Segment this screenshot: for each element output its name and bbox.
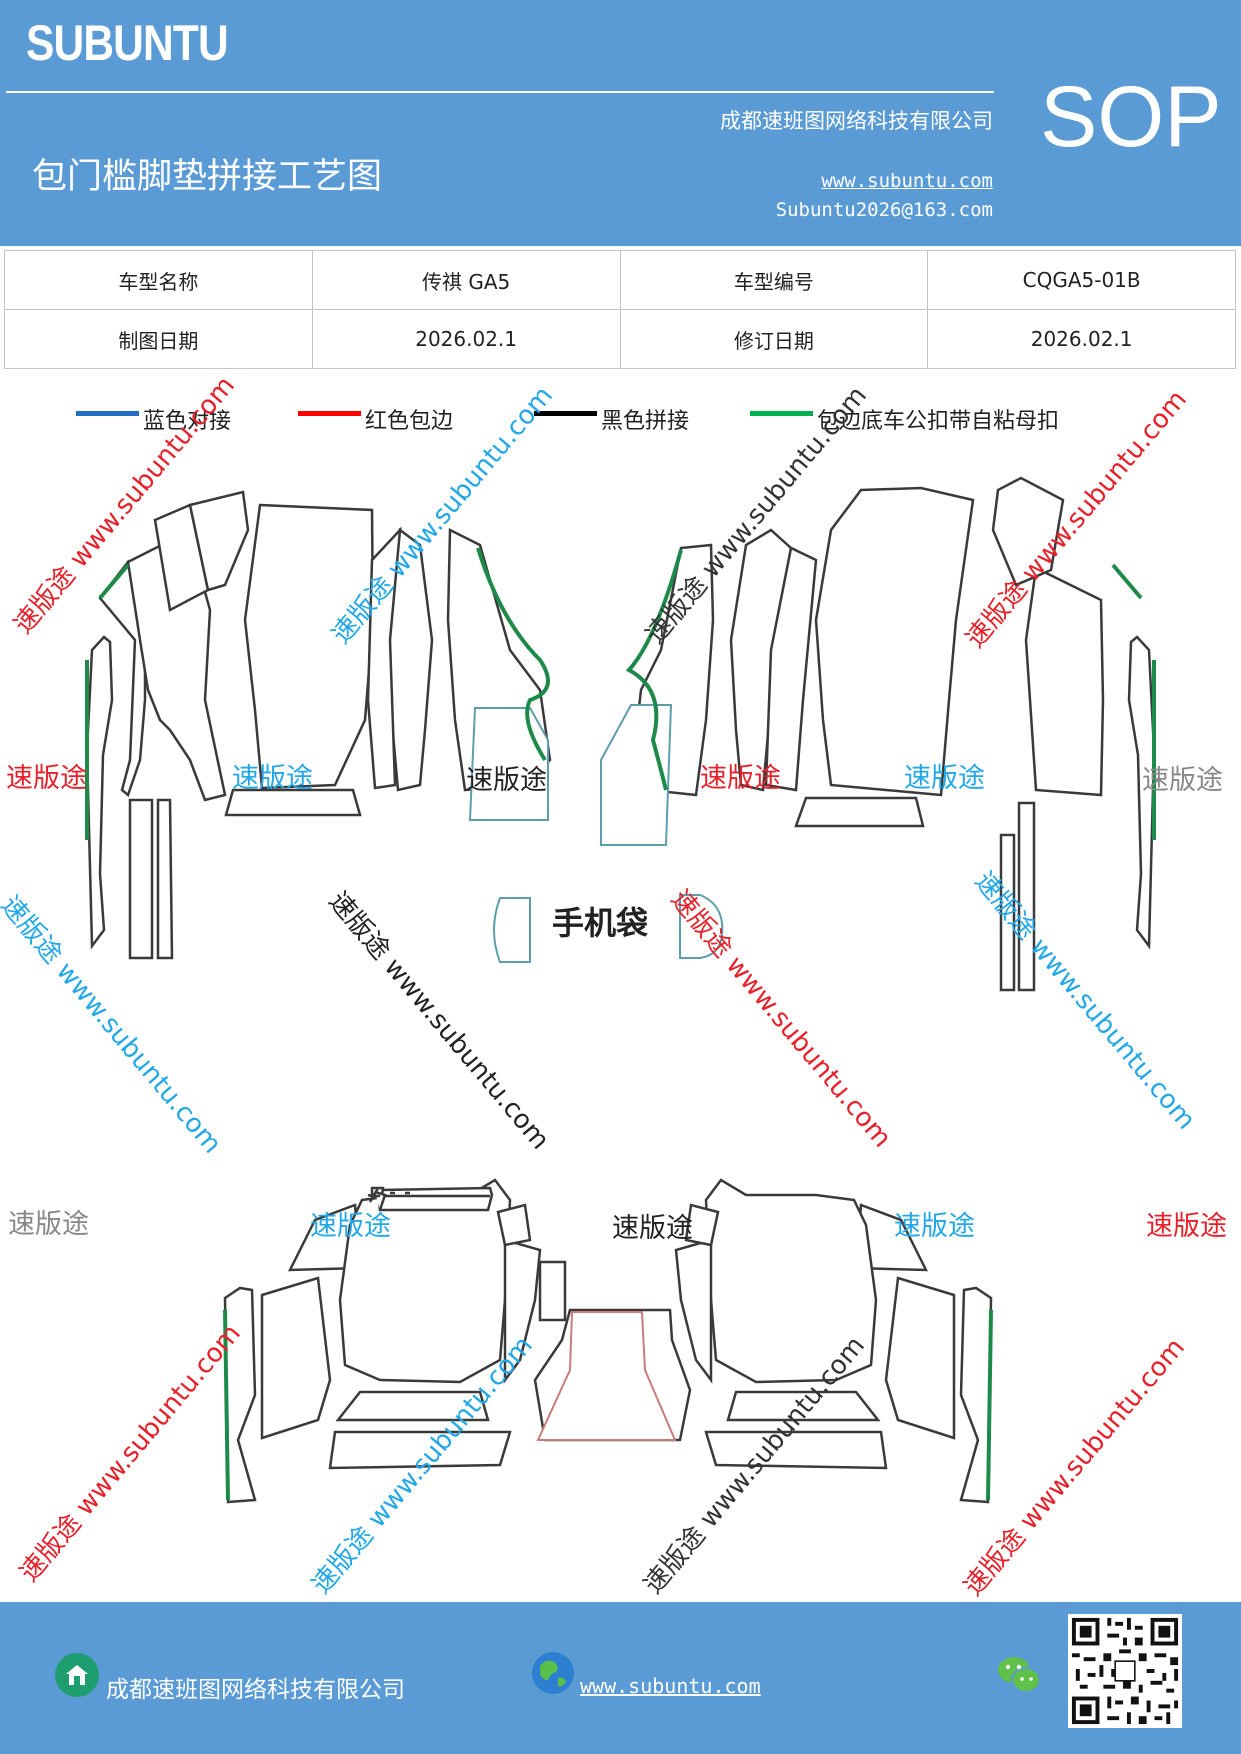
watermark-text: 速版途	[612, 1213, 693, 1244]
legend-swatch-black	[534, 410, 597, 416]
footer-company: 成都速班图网络科技有限公司	[106, 1677, 405, 1703]
pattern-piece	[188, 490, 250, 592]
pattern-piece	[368, 1187, 380, 1203]
table-row: 车型名称 传祺 GA5 车型编号 CQGA5-01B	[4, 250, 1236, 310]
pattern-piece	[493, 897, 531, 963]
legend-item-red: 红色包边	[298, 404, 453, 434]
revise-date-label: 修订日期	[619, 309, 929, 369]
legend-item-green: 包边底车公扣带自粘母扣	[750, 404, 1059, 434]
pattern-piece	[243, 503, 375, 790]
header-company: 成都速班图网络科技有限公司	[720, 109, 993, 133]
legend-label: 黑色拼接	[601, 409, 690, 434]
model-code-label: 车型编号	[619, 250, 929, 310]
pattern-piece	[468, 707, 549, 821]
legend-label: 红色包边	[365, 409, 454, 434]
pattern-piece	[328, 1430, 512, 1470]
floor-mat-pattern-drawing	[85, 476, 1156, 1504]
pattern-group-front-left	[85, 490, 552, 960]
legend-label: 蓝色对接	[143, 409, 232, 434]
header-divider	[6, 91, 994, 93]
pattern-piece	[679, 894, 724, 959]
qr-code	[1068, 1614, 1182, 1728]
pattern-piece	[260, 1276, 332, 1440]
globe-icon	[532, 1652, 574, 1694]
velcro-edge	[476, 547, 550, 762]
pattern-piece	[376, 1186, 494, 1212]
home-icon	[55, 1653, 99, 1697]
legend-swatch-blue	[76, 410, 139, 416]
phone-bag-pieces	[493, 894, 724, 963]
draw-date-value: 2026.02.1	[311, 309, 621, 369]
header-email[interactable]: Subuntu2026@163.com	[775, 199, 993, 221]
center-tunnel-piece	[536, 1311, 677, 1441]
watermark-text: 速版途	[310, 1211, 391, 1242]
legend-swatch-red	[298, 410, 361, 416]
pattern-piece	[496, 1203, 532, 1247]
velcro-edge	[223, 1309, 230, 1501]
header-website-link[interactable]: www.subuntu.com	[821, 170, 993, 192]
watermark-text: 速版途	[1146, 1211, 1227, 1242]
revise-date-value: 2026.02.1	[927, 309, 1236, 369]
watermark-text: 速版途	[232, 763, 313, 794]
pattern-group-front-right	[600, 476, 1156, 992]
model-code-value: CQGA5-01B	[927, 250, 1236, 310]
pattern-piece	[335, 1390, 490, 1422]
document-title: 包门槛脚垫拼接工艺图	[32, 157, 383, 197]
legend-label: 包边底车公扣带自粘母扣	[817, 409, 1060, 434]
header-banner: SUBUNTU 成都速班图网络科技有限公司 包门槛脚垫拼接工艺图 www.sub…	[0, 0, 1241, 246]
model-name-value: 传祺 GA5	[311, 250, 621, 310]
watermark-text: 速版途	[894, 1211, 975, 1242]
legend-swatch-green	[750, 410, 813, 416]
footer-website-link[interactable]: www.subuntu.com	[580, 1674, 761, 1698]
watermark-text: 速版途	[8, 1209, 89, 1240]
wechat-icon	[998, 1657, 1041, 1693]
watermark-text: 速版途	[6, 763, 87, 794]
vehicle-info-table: 车型名称 传祺 GA5 车型编号 CQGA5-01B 制图日期 2026.02.…	[4, 250, 1236, 369]
pattern-piece	[156, 798, 174, 960]
pattern-piece	[223, 1286, 257, 1504]
watermark-text: 速版途	[700, 763, 781, 794]
legend-item-blue: 蓝色对接	[76, 404, 231, 434]
legend-item-black: 黑色拼接	[534, 404, 689, 434]
draw-date-label: 制图日期	[4, 309, 313, 369]
watermark-text: 速版途	[904, 763, 985, 794]
pattern-piece	[287, 1203, 362, 1272]
watermark-text: 速版途	[1142, 765, 1223, 796]
pattern-piece	[224, 788, 362, 817]
phone-bag-label: 手机袋	[552, 904, 649, 942]
brand-logo: SUBUNTU	[26, 15, 229, 71]
table-row: 制图日期 2026.02.1 修订日期 2026.02.1	[4, 309, 1236, 369]
pattern-piece	[128, 798, 154, 960]
velcro-edge	[98, 563, 130, 600]
sop-badge: SOP	[1040, 69, 1222, 165]
model-name-label: 车型名称	[4, 250, 313, 310]
watermark-text: 速版途	[466, 765, 547, 796]
pattern-piece	[367, 1193, 373, 1198]
footer-banner	[0, 1602, 1241, 1754]
pattern-piece	[85, 635, 114, 950]
pattern-piece	[503, 1238, 542, 1384]
pattern-piece	[538, 1260, 567, 1322]
pattern-group-rear-right	[674, 1178, 993, 1504]
pattern-piece	[366, 526, 402, 790]
